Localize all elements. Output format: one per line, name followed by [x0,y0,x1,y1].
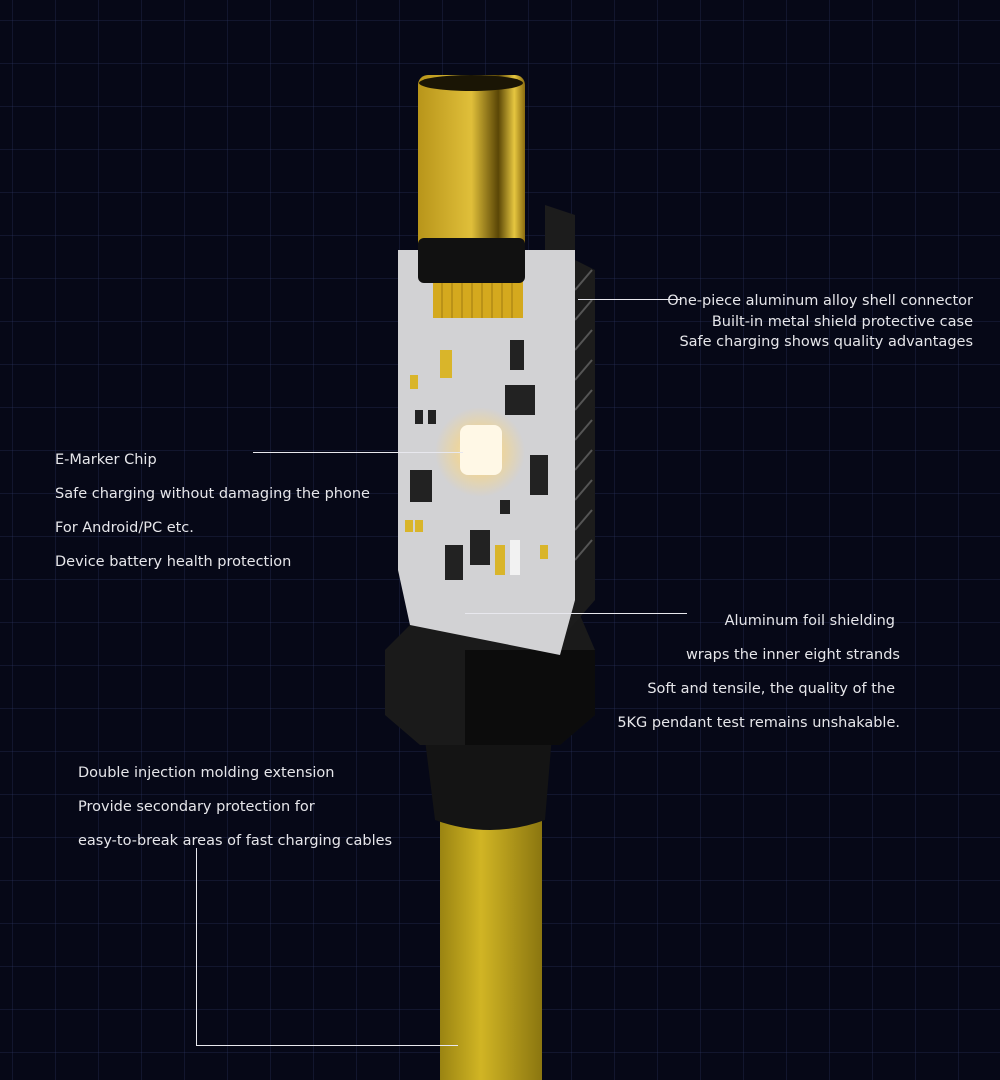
callout-line: Built-in metal shield protective case [711,313,973,330]
callout-line: For Android/PC etc. [55,520,194,536]
callout-line: wraps the inner eight strands [685,647,900,663]
cable-body [440,800,542,1080]
callout-line: Soft and tensile, the quality of the [647,681,895,697]
foil-leader-line [465,613,687,614]
e-marker-chip [460,425,502,475]
callout-line: E-Marker Chip [55,452,157,468]
callout-line: One-piece aluminum alloy shell connector [667,293,973,309]
callout-line: Aluminum foil shielding [724,613,895,629]
callout-line: 5KG pendant test remains unshakable. [617,715,900,731]
foil-callout: Aluminum foil shielding wraps the inner … [617,604,900,740]
callout-line: Safe charging shows quality advantages [679,334,973,350]
callout-line: Safe charging without damaging the phone [55,486,370,502]
chip-callout: E-Marker Chip Safe charging without dama… [55,443,370,579]
usb-c-plug [418,75,525,283]
chip-leader-line [253,452,463,453]
connector-callout: One-piece aluminum alloy shell connector… [667,291,973,353]
connector-leader-line [578,299,680,300]
callout-line: Double injection molding extension [78,765,335,781]
pcb-board [398,250,575,655]
molding-callout: Double injection molding extension Provi… [78,756,392,858]
strain-relief [385,615,595,830]
callout-line: easy-to-break areas of fast charging cab… [78,833,393,849]
molding-leader-vertical [196,848,197,1045]
molding-leader-horizontal [196,1045,458,1046]
callout-line: Device battery health protection [55,554,292,570]
callout-line: Provide secondary protection for [78,799,315,815]
